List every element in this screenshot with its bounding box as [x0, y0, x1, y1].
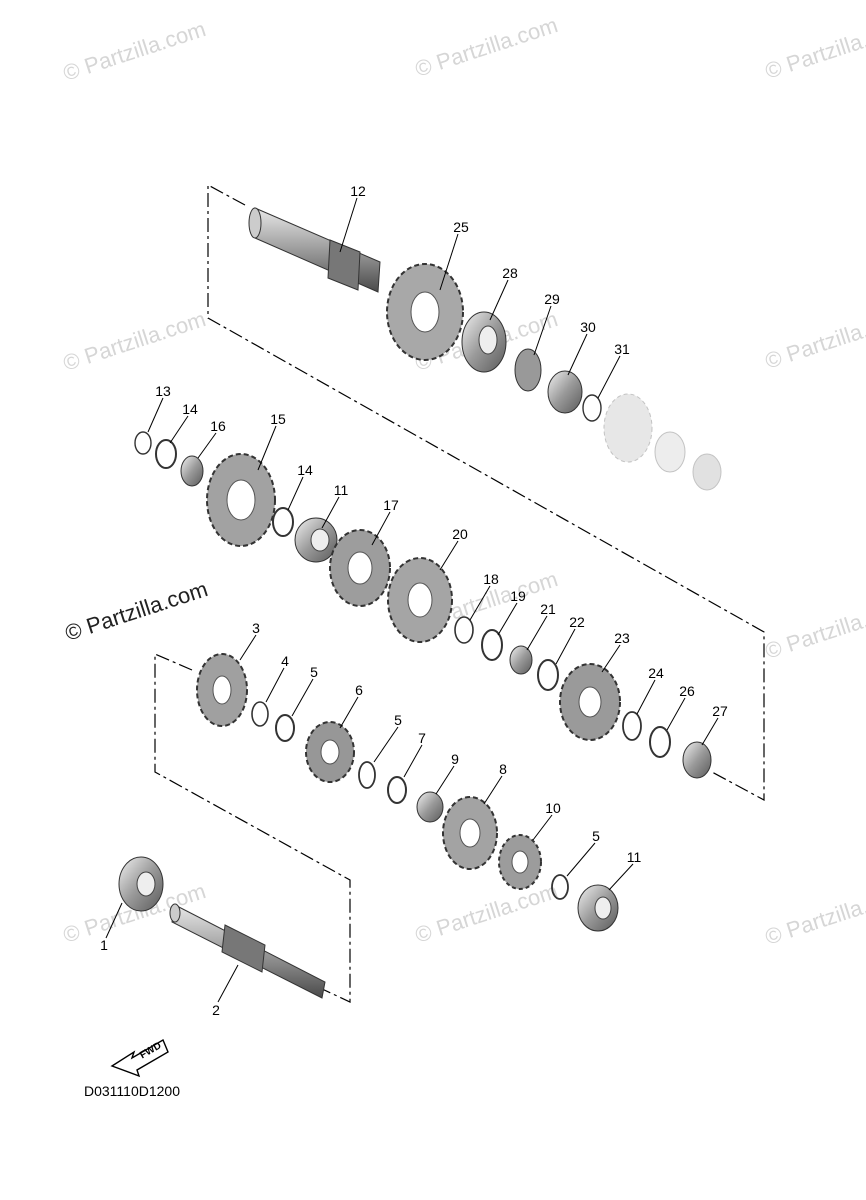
callout-12: 12 — [350, 183, 366, 199]
callout-17: 17 — [383, 497, 399, 513]
circlip-part-18 — [454, 616, 474, 644]
gear-part-20 — [387, 557, 453, 643]
washer-part-5 — [358, 761, 376, 789]
gear-part-6 — [305, 721, 355, 783]
callout-14: 14 — [297, 462, 313, 478]
washer-part-5 — [551, 874, 569, 900]
callout-16: 16 — [210, 418, 226, 434]
callout-8: 8 — [499, 761, 507, 777]
main-axle-part-12 — [248, 207, 381, 293]
gear-part-23 — [559, 663, 621, 741]
washer-part-22 — [537, 659, 559, 691]
bushing-part-16 — [180, 455, 204, 487]
bearing-part-1 — [118, 856, 164, 912]
gear-part-10 — [498, 834, 542, 890]
callout-19: 19 — [510, 588, 526, 604]
bearing-part-11 — [577, 884, 619, 932]
circlip-part-7 — [387, 776, 407, 804]
callout-labels: 12 25 28 29 30 31 13 14 16 15 14 11 17 2… — [100, 183, 728, 1018]
callout-9: 9 — [451, 751, 459, 767]
drive-axle-part-2 — [169, 903, 326, 999]
callout-15: 15 — [270, 411, 286, 427]
washer-part-14 — [155, 439, 177, 469]
callout-11: 11 — [334, 482, 349, 498]
ring-part-29 — [514, 348, 542, 392]
callout-6: 6 — [355, 682, 363, 698]
callout-29: 29 — [544, 291, 560, 307]
washer-part-5 — [275, 714, 295, 742]
callout-21: 21 — [540, 601, 556, 617]
collar-part-30 — [547, 370, 583, 414]
bushing-part-27 — [682, 741, 712, 779]
washer-part-19 — [481, 629, 503, 661]
callout-31: 31 — [614, 341, 630, 357]
callout-3: 3 — [252, 620, 260, 636]
gear-part-26 — [386, 263, 464, 361]
washer-part-25 — [649, 726, 671, 758]
gear-part-8 — [442, 796, 498, 870]
callout-1: 1 — [100, 937, 108, 953]
bushing-part-9 — [416, 791, 444, 823]
callout-5: 5 — [310, 664, 318, 680]
group-outline — [154, 183, 765, 1003]
callout-13: 13 — [155, 383, 171, 399]
washer-part-14 — [272, 507, 294, 537]
callout-4: 4 — [281, 653, 289, 669]
callout-18: 18 — [483, 571, 499, 587]
bushing-part-21 — [509, 645, 533, 675]
gear-part-17 — [329, 529, 391, 607]
circlip-part-4 — [251, 701, 269, 727]
leader-lines — [105, 197, 719, 1003]
callout-24: 24 — [648, 665, 664, 681]
gear-part-15 — [206, 453, 276, 547]
callout-5: 5 — [394, 712, 402, 728]
circlip-part-13 — [134, 431, 152, 455]
circlip-part-31 — [582, 394, 602, 422]
callout-27: 27 — [712, 703, 728, 719]
callout-22: 22 — [569, 614, 585, 630]
circlip-part-24 — [622, 711, 642, 741]
callout-7: 7 — [418, 730, 426, 746]
gear-part-3 — [196, 653, 248, 727]
faded-sprocket — [603, 393, 722, 491]
callout-26: 25 — [453, 219, 469, 235]
callout-5: 5 — [592, 828, 600, 844]
callout-23: 23 — [614, 630, 630, 646]
callout-25: 26 — [679, 683, 695, 699]
bearing-part-11 — [294, 517, 338, 563]
callout-10: 10 — [545, 800, 561, 816]
bearing-part-28 — [461, 311, 507, 373]
callout-11: 11 — [627, 849, 642, 865]
fwd-arrow-icon: FWD — [110, 1038, 169, 1078]
callout-30: 30 — [580, 319, 596, 335]
callout-28: 28 — [502, 265, 518, 281]
drawing-code: D031110D1200 — [84, 1083, 181, 1099]
callout-20: 20 — [452, 526, 468, 542]
callout-2: 2 — [212, 1002, 220, 1018]
callout-14: 14 — [182, 401, 198, 417]
